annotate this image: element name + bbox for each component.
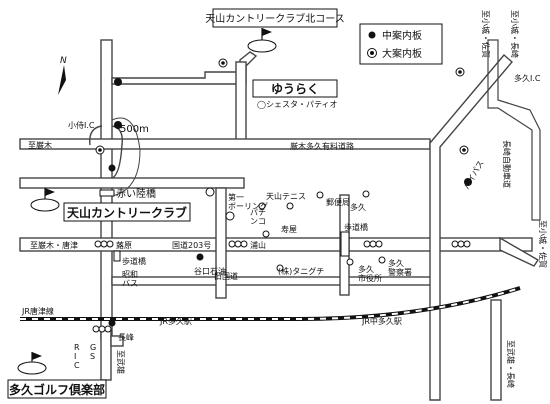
route-arc [111, 117, 141, 197]
rail-line [20, 286, 521, 321]
golf-flag-icon [17, 352, 47, 375]
akai-bridge-label: 赤い陸橋 [116, 187, 156, 200]
road-east-vertical [490, 299, 502, 401]
bypass-label: バイパス [462, 159, 486, 191]
road-old-kokudo [111, 276, 433, 286]
police-label: 多久警察署 [388, 258, 412, 277]
road-north-branch [111, 51, 258, 85]
to-iwaki-karatsu-label: 至巌木・唐津 [30, 240, 78, 250]
ogi-ic-label: 小侍I.C [68, 121, 95, 130]
medium-sign-icon [368, 31, 376, 39]
hodokyo-mark [113, 250, 121, 262]
road-east-diag [499, 236, 539, 267]
golf-flag-icon [30, 188, 60, 212]
legend-large: 大案内板 [382, 47, 422, 60]
road-station-vertical [215, 187, 227, 299]
road-kokudo-203 [19, 237, 533, 252]
siesta-label: ◯シェスタ・パティオ [257, 100, 337, 109]
tenzan-north-box [212, 8, 338, 28]
to-ogi-saga-top-label: 至小城・佐賀 [481, 10, 491, 58]
north-arrow-icon: N [58, 56, 67, 95]
jugaoka-label: 寿屋 [281, 224, 297, 234]
tennis-label: 天山テニス [266, 191, 306, 201]
rail-line-ties [20, 287, 521, 320]
hodokyo2-label: 歩道橋 [344, 222, 368, 232]
post-label: 郵便局 [326, 197, 350, 207]
to-takeo-nagasaki-label: 至武雄・長崎 [506, 340, 516, 388]
kokudo-label: 国道203号 [172, 240, 211, 250]
taku-marker: 多久 [350, 202, 366, 212]
taku-ic-label: 多久I.C [514, 73, 541, 83]
svg-text:N: N [60, 56, 67, 66]
to-ogi-nagasaki-label: 至小城・長崎 [510, 10, 520, 58]
showa-bus-label: 昭和バス [122, 270, 138, 288]
bowling-label: 第一ボーリング [228, 192, 268, 211]
toll-road-label: 厳木多久有料道路 [290, 141, 354, 151]
tenzan-label: 天山カントリークラブ [67, 205, 187, 220]
road-south-east [110, 335, 124, 347]
yuuraku-label: ゆうらく [271, 82, 319, 96]
taku-golf-label: 多久ゴルフ倶楽部 [9, 382, 105, 397]
urayama-label: 浦山 [250, 240, 266, 250]
tenzan-box [63, 202, 191, 222]
jr-taku-label: JR多久駅 [159, 316, 192, 326]
hodokyo1-label: 歩道橋 [122, 256, 146, 266]
road-bypass [429, 54, 513, 401]
pachinko-label: パチンコ [250, 208, 266, 226]
road-yuuraku [235, 61, 247, 145]
yuuraku-box [252, 79, 338, 98]
sign-markers [95, 58, 472, 327]
tenzan-north-label: 天山カントリークラブ北コース [205, 12, 345, 25]
nagao-label: 長峰 [118, 332, 134, 342]
road-nagasaki-exp [487, 39, 541, 221]
hodokyo-mark [340, 231, 350, 257]
distance-label: 500m [120, 124, 149, 135]
road-south [100, 329, 112, 381]
legend-medium: 中案内板 [382, 29, 422, 42]
to-takeo-label: 至武雄 [116, 350, 126, 374]
city-hall-label: 多久市役所 [358, 264, 382, 283]
jr-karatsu-label: JR唐津線 [21, 306, 54, 316]
road-toll [19, 138, 431, 150]
karakura-label: 蕗原 [116, 240, 132, 250]
traffic-light-icons [92, 240, 471, 333]
to-iwaki-label: 至巌木 [28, 140, 52, 150]
to-ogi-saga-label: 至小城・佐賀 [538, 220, 548, 268]
taniguchi-oil-label: 谷口石油 [194, 266, 226, 276]
golf-flag-icon [247, 28, 277, 53]
jr-nakataku-label: JR中多久駅 [361, 316, 402, 326]
akai-bridge-mark [99, 189, 115, 197]
nagasaki-exp-label: 長崎自動車道 [502, 140, 512, 188]
tanikuchi-label: (株)タニグチ [278, 266, 324, 276]
old-kokudo-label: 旧国道 [214, 271, 238, 281]
taku-golf-box [7, 379, 107, 399]
